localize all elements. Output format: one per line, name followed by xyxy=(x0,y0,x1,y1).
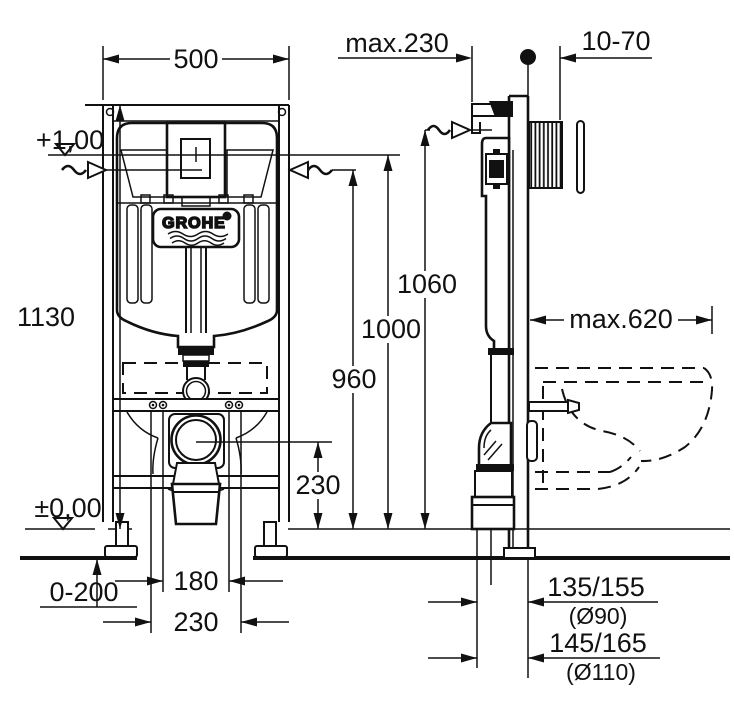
registered-dot-icon xyxy=(222,211,232,221)
top-clearance-label: max.230 xyxy=(345,28,449,58)
drain-socket-side xyxy=(470,495,516,531)
bowl-outline-dashed xyxy=(535,367,714,490)
corner-screw-icon xyxy=(277,107,287,117)
pan-outline-dashed xyxy=(122,362,268,394)
foot-plate xyxy=(254,545,288,558)
flush-pipe-connector xyxy=(528,121,563,189)
drain-socket xyxy=(170,482,222,526)
water-supply-arrow-icon xyxy=(425,120,473,140)
grohe-logo: GROHE xyxy=(151,207,241,249)
inlet-height-label: 960 xyxy=(331,364,376,394)
upper-crossbar xyxy=(112,398,280,412)
inlet-valve-icon xyxy=(485,149,508,189)
water-supply-arrow-icon xyxy=(60,160,109,180)
outlet-dia-small-label: (Ø90) xyxy=(569,603,628,629)
dimensions: 500 1130 +1,00 ±0,00 0-200 180 230 max.2… xyxy=(17,26,713,685)
mounting-stud xyxy=(528,401,569,412)
side-view xyxy=(470,94,714,585)
outlet-offset-small-label: 135/155 xyxy=(547,572,645,602)
datum-triangle-icon xyxy=(53,143,77,157)
wall-reference-dot-icon xyxy=(520,49,536,65)
stud-spacing-outer-label: 230 xyxy=(173,607,218,637)
foot-plate xyxy=(104,545,138,558)
floor-build-up-label: 0-200 xyxy=(49,577,118,607)
wall-bracket xyxy=(471,101,513,134)
floor-datum-label: ±0,00 xyxy=(34,493,101,523)
actuation-plate xyxy=(576,120,585,194)
depth-max-label: max.620 xyxy=(569,304,673,334)
outlet-height-label: 230 xyxy=(295,470,340,500)
brand-label: GROHE xyxy=(162,215,226,232)
stud-spacing-inner-label: 180 xyxy=(173,566,218,596)
frame-width-label: 500 xyxy=(173,44,218,74)
water-level-height-label: 1000 xyxy=(361,314,421,344)
pipe-clamp xyxy=(526,420,538,462)
upper-datum-label: +1,00 xyxy=(36,125,104,155)
outlet-offset-large-label: 145/165 xyxy=(549,628,647,658)
cistern-side xyxy=(480,136,511,354)
plate-range-label: 10-70 xyxy=(581,26,650,56)
outlet-dia-large-label: (Ø110) xyxy=(566,659,636,685)
corner-screw-icon xyxy=(105,107,115,117)
frame-height-label: 1130 xyxy=(17,302,75,332)
datum-triangle-icon xyxy=(51,517,75,531)
drain-circle xyxy=(170,414,222,466)
front-view: GROHE xyxy=(85,104,290,560)
rail-foot xyxy=(503,547,536,559)
supply-height-label: 1060 xyxy=(397,269,457,299)
water-supply-arrow-icon xyxy=(287,160,334,180)
